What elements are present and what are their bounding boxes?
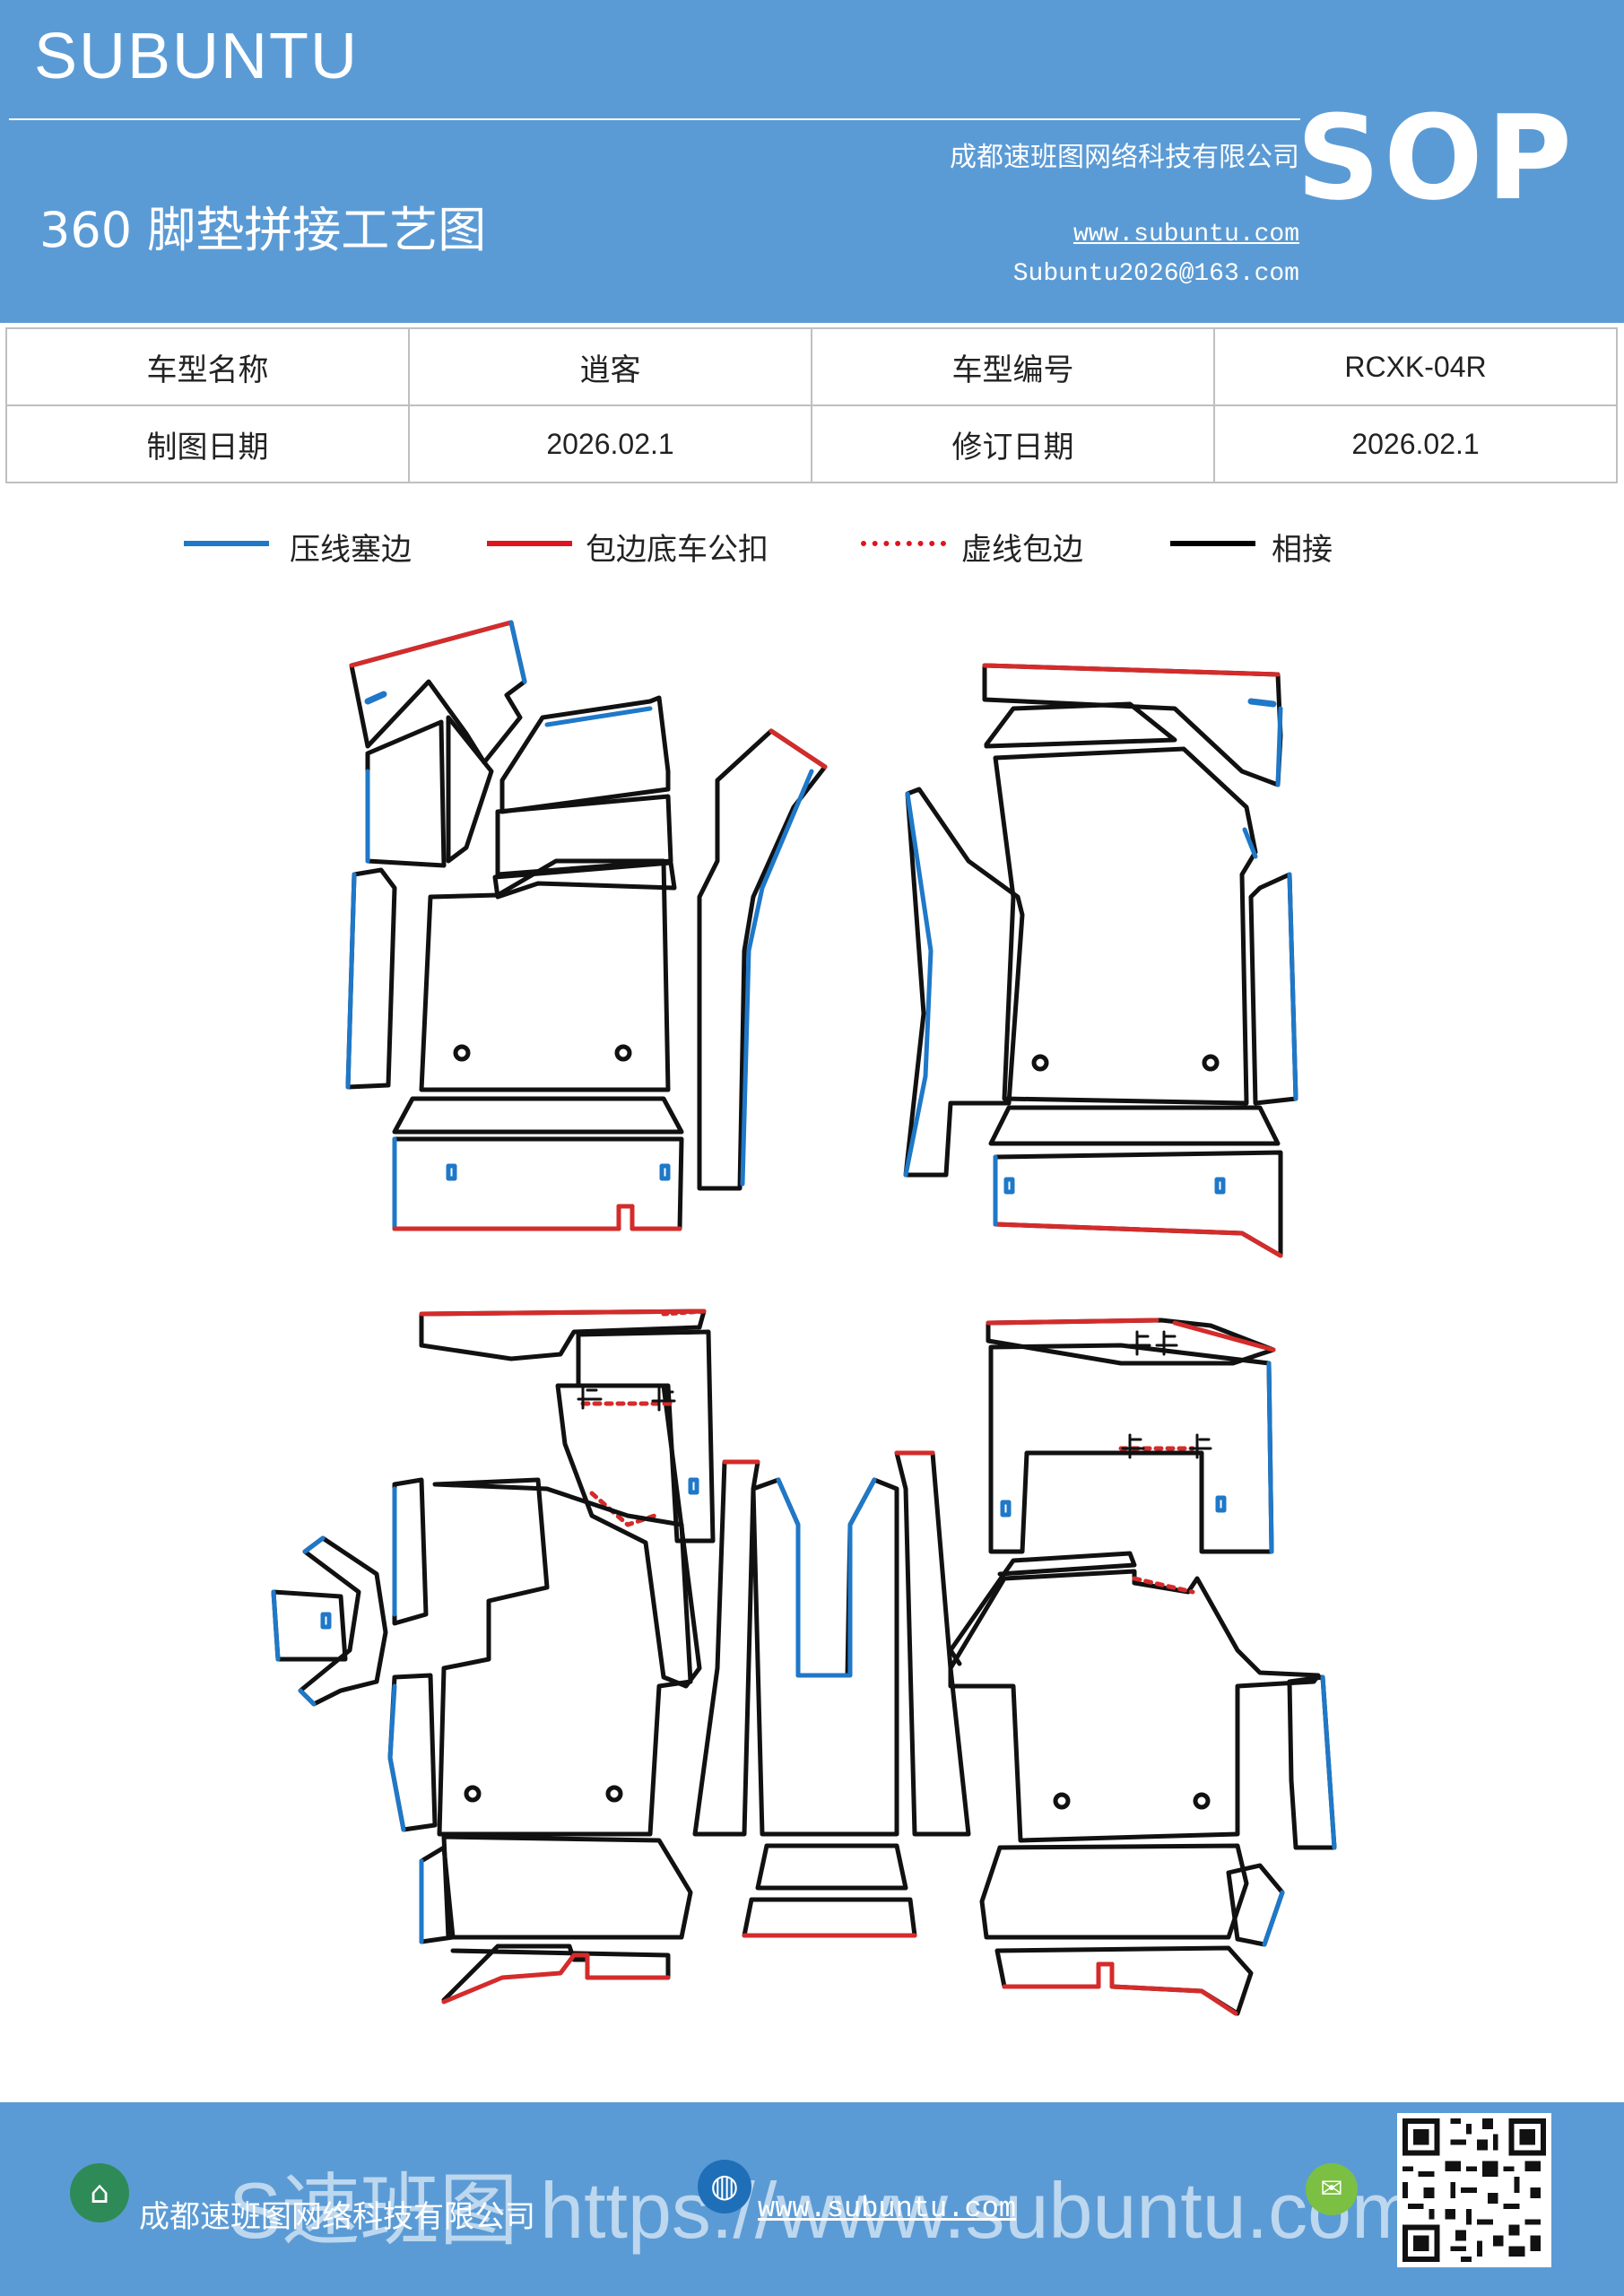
legend-label: 包边底车公扣: [586, 532, 769, 568]
sop-badge: SOP: [1296, 90, 1576, 226]
mat-piece-passenger-heel: [988, 1105, 1283, 1258]
table-row: 制图日期 2026.02.1 修订日期 2026.02.1: [5, 404, 1618, 483]
globe-icon: ◍: [698, 2160, 751, 2213]
mat-piece-center-tunnel: [692, 1450, 971, 1938]
mat-piece-rear-left-main: [432, 1477, 693, 1837]
mat-piece-top-left-upper: [492, 695, 677, 900]
footer-company: 成都速班图网络科技有限公司: [139, 2199, 535, 2235]
legend-swatch: [487, 541, 572, 546]
legend-swatch: [1170, 541, 1255, 546]
legend-label: 相接: [1272, 532, 1333, 568]
mat-piece-top-left-corner: [349, 620, 527, 765]
mat-piece-driver-heel: [392, 1096, 684, 1231]
mat-piece-rear-left-side-cap: [271, 1535, 388, 1707]
brand-logo-text: SUBUNTU: [34, 21, 360, 92]
website-link[interactable]: www.subuntu.com: [1073, 221, 1299, 248]
mat-piece-top-right-upper: [982, 663, 1283, 787]
table-row: 车型名称 逍客 车型编号 RCXK-04R: [5, 327, 1618, 406]
mat-piece-rear-right-heel: [979, 1843, 1285, 2016]
legend-swatch: [861, 541, 946, 546]
model-name-value: 逍客: [408, 327, 812, 406]
qr-code[interactable]: [1397, 2113, 1551, 2267]
model-name-label: 车型名称: [5, 327, 410, 406]
mat-piece-rear-left-heel: [419, 1834, 693, 2005]
legend: 压线塞边 包边底车公扣 虚线包边 相接: [0, 525, 1624, 578]
footer-watermark: S速班图 https://www.subuntu.com: [229, 2166, 1418, 2255]
header-divider: [9, 118, 1300, 120]
draw-date-label: 制图日期: [5, 404, 410, 483]
mat-piece-rear-left-top: [419, 1309, 707, 1361]
mat-piece-rear-right-top: [986, 1318, 1276, 1366]
model-code-label: 车型编号: [811, 327, 1215, 406]
model-code-value: RCXK-04R: [1213, 327, 1618, 406]
mat-piece-passenger-right-strip: [1248, 872, 1298, 1106]
fastener-marks: [577, 1330, 1212, 1459]
footer-banner: S速班图 https://www.subuntu.com ⌂ 成都速班图网络科技…: [0, 2102, 1624, 2296]
mat-piece-rear-right-side-strip: [1287, 1674, 1337, 1850]
mat-piece-rear-left-side-strips: [387, 1477, 438, 1832]
mat-piece-passenger-main: [993, 746, 1258, 1106]
wechat-icon[interactable]: ✉: [1306, 2163, 1358, 2215]
legend-label: 压线塞边: [290, 532, 412, 568]
mat-piece-right-door-strip: [697, 728, 828, 1191]
footer-website-link[interactable]: www.subuntu.com: [758, 2192, 1017, 2225]
email-address: Subuntu2026@163.com: [1012, 260, 1299, 288]
revise-date-label: 修订日期: [811, 404, 1215, 483]
building-icon: ⌂: [70, 2163, 129, 2222]
mat-piece-rear-right-main: [948, 1551, 1321, 1843]
legend-label: 虚线包边: [961, 532, 1083, 568]
header-banner: SUBUNTU SOP 360 脚垫拼接工艺图 成都速班图网络科技有限公司 ww…: [0, 0, 1624, 323]
mat-piece-top-left-wedge: [365, 715, 494, 868]
legend-swatch: [184, 541, 269, 546]
revise-date-value: 2026.02.1: [1213, 404, 1618, 483]
draw-date-value: 2026.02.1: [408, 404, 812, 483]
page-title: 360 脚垫拼接工艺图: [39, 202, 487, 258]
mat-piece-rear-left-inner: [555, 1329, 716, 1689]
info-table: 车型名称 逍客 车型编号 RCXK-04R 制图日期 2026.02.1 修订日…: [5, 327, 1618, 483]
mat-piece-left-strip: [345, 867, 397, 1090]
company-name: 成都速班图网络科技有限公司: [950, 142, 1299, 173]
mat-piece-driver-main: [419, 858, 671, 1092]
mat-piece-passenger-left-strip: [903, 787, 1025, 1178]
